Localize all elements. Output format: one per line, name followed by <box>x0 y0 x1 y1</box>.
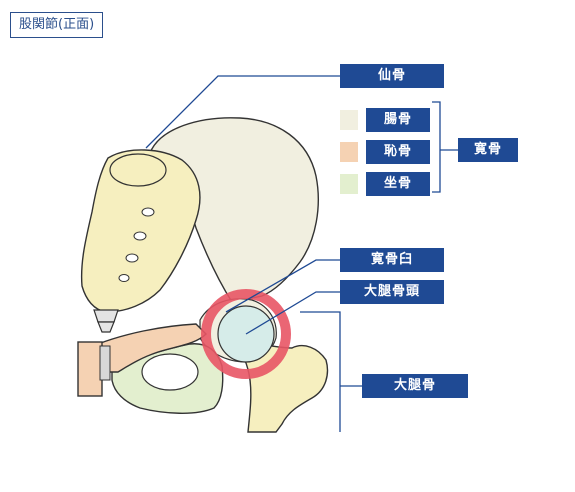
femur-bone <box>232 339 329 433</box>
ilium-swatch <box>340 110 358 130</box>
leader-line-femur <box>300 311 341 432</box>
coccyx <box>97 321 115 333</box>
label-femur: 大腿骨 <box>362 374 468 398</box>
label-hip-bone: 寛骨 <box>458 138 518 162</box>
joint-highlight-ring <box>201 289 291 379</box>
leader-line-femoral-head <box>245 291 340 335</box>
leader-line-acetabulum <box>225 259 340 313</box>
pubis-swatch <box>340 142 358 162</box>
sacral-foramen <box>141 207 155 217</box>
obturator-foramen <box>141 353 199 391</box>
leader-line-sacrum <box>145 75 340 149</box>
label-acetabulum: 寛骨臼 <box>340 248 444 272</box>
label-pubis: 恥骨 <box>366 140 430 164</box>
bracket-hip-bone <box>432 101 441 193</box>
label-sacrum: 仙骨 <box>340 64 444 88</box>
pubic-symphysis <box>77 341 103 397</box>
coccyx <box>93 309 119 323</box>
label-femoral-head: 大腿骨頭 <box>340 280 444 304</box>
sacral-promontory <box>109 153 167 187</box>
sacral-foramen <box>118 274 130 282</box>
ischium-swatch <box>340 174 358 194</box>
sacral-foramen <box>133 231 147 241</box>
symphysis-disc <box>99 345 111 381</box>
diagram-title: 股関節(正面) <box>10 12 104 38</box>
label-ischium: 坐骨 <box>366 172 430 196</box>
label-ilium: 腸骨 <box>366 108 430 132</box>
sacrum-bone <box>80 149 201 313</box>
pubis-bone <box>97 323 207 373</box>
sacral-foramen <box>125 253 139 263</box>
